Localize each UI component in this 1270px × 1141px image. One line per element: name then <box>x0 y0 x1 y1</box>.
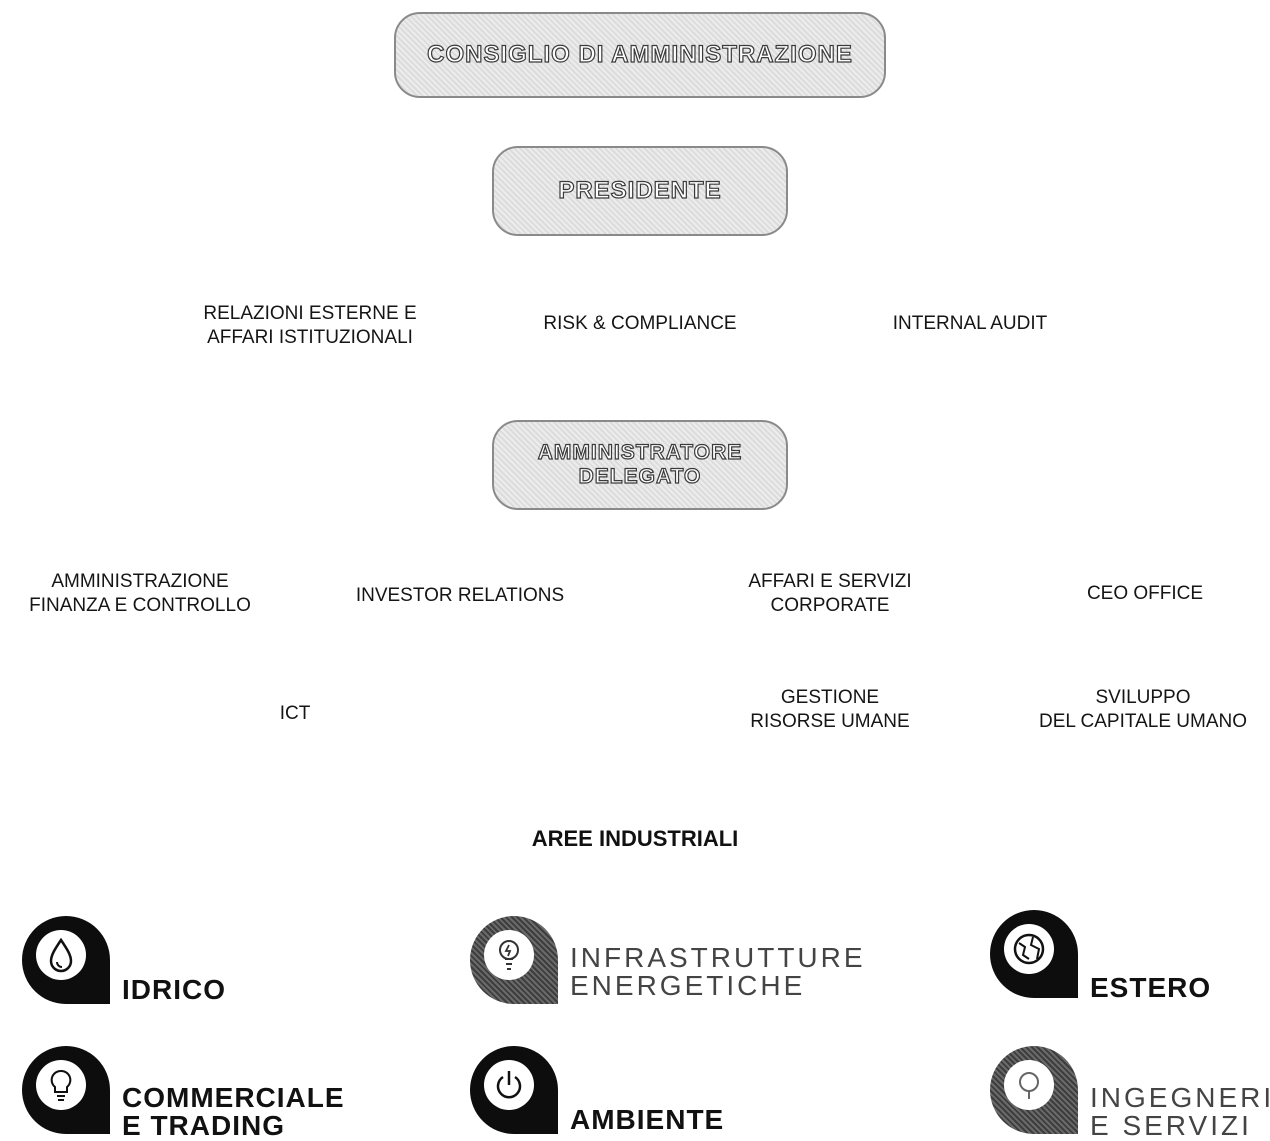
area-label: AMBIENTE <box>570 1104 725 1135</box>
lightbulb-icon <box>50 1069 72 1101</box>
area-infrastrutture-energetiche: INFRASTRUTTURE ENERGETICHE <box>470 916 870 1008</box>
area-ingegneria-servizi: INGEGNERIA E SERVIZI <box>990 1046 1270 1140</box>
area-badge <box>470 916 558 1004</box>
area-label: INFRASTRUTTURE ENERGETICHE <box>570 942 866 1001</box>
external-relations-node: RELAZIONI ESTERNE E AFFARI ISTITUZIONALI <box>203 303 417 348</box>
bulb-icon <box>499 940 519 970</box>
area-label: ESTERO <box>1090 972 1212 1003</box>
admin-finance-node: AMMINISTRAZIONE FINANZA E CONTROLLO <box>29 571 251 616</box>
area-badge <box>470 1046 558 1134</box>
globe-icon <box>1013 933 1045 965</box>
area-label: IDRICO <box>122 974 226 1005</box>
area-estero: ESTERO <box>990 910 1250 1002</box>
water-drop-icon <box>49 937 73 973</box>
risk-compliance-node: RISK & COMPLIANCE <box>543 313 737 334</box>
engineering-icon <box>1019 1072 1039 1099</box>
area-ambiente: AMBIENTE <box>470 1046 810 1136</box>
human-capital-node: SVILUPPO DEL CAPITALE UMANO <box>1039 687 1247 732</box>
president-label: PRESIDENTE <box>558 177 722 205</box>
board-of-directors-label: CONSIGLIO DI AMMINISTRAZIONE <box>427 41 853 69</box>
area-badge <box>22 916 110 1004</box>
human-resources-node: GESTIONE RISORSE UMANE <box>750 687 910 732</box>
ceo-office-node: CEO OFFICE <box>1086 583 1204 604</box>
corporate-affairs-node: AFFARI E SERVIZI CORPORATE <box>748 571 912 616</box>
area-badge <box>990 1046 1078 1134</box>
industrial-areas-title: AREE INDUSTRIALI <box>531 826 739 851</box>
power-icon <box>496 1071 522 1099</box>
area-label: COMMERCIALE E TRADING <box>122 1082 345 1141</box>
investor-relations-node: INVESTOR RELATIONS <box>355 585 565 606</box>
area-badge <box>990 910 1078 998</box>
ict-node: ICT <box>279 703 311 724</box>
board-of-directors-box: CONSIGLIO DI AMMINISTRAZIONE <box>394 12 886 98</box>
ceo-label: AMMINISTRATORE DELEGATO <box>537 440 743 488</box>
area-badge <box>22 1046 110 1134</box>
area-idrico: IDRICO <box>22 916 362 1008</box>
internal-audit-node: INTERNAL AUDIT <box>892 313 1048 334</box>
area-commerciale-trading: COMMERCIALE E TRADING <box>22 1046 382 1140</box>
area-label: INGEGNERIA E SERVIZI <box>1090 1082 1270 1141</box>
president-box: PRESIDENTE <box>492 146 788 236</box>
ceo-box: AMMINISTRATORE DELEGATO <box>492 420 788 510</box>
